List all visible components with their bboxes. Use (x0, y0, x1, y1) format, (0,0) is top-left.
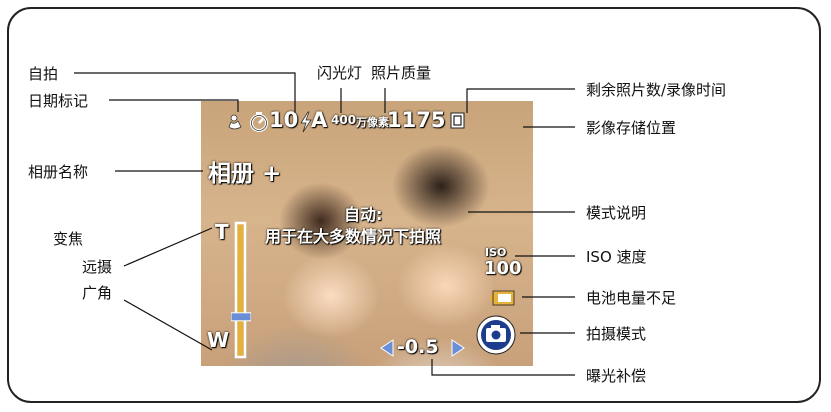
quality-unit: 万像素 (356, 116, 389, 129)
label-pictures-remaining: 剩余照片数/录像时间 (586, 81, 727, 99)
zoom-t-label: T (215, 220, 229, 244)
label-iso-speed: ISO 速度 (586, 248, 647, 266)
battery-low-icon (490, 290, 515, 306)
mode-title: 自动: (344, 205, 383, 224)
label-self-timer: 自拍 (28, 65, 59, 83)
pictures-count: 1175 (387, 108, 446, 132)
exposure-decrease-icon (380, 339, 394, 357)
date-stamp-icon (228, 114, 242, 130)
exposure-increase-icon (451, 339, 465, 357)
label-picture-quality: 照片质量 (371, 64, 432, 82)
label-flash: 闪光灯 (317, 64, 363, 82)
quality-value: 400 (331, 113, 357, 127)
label-capture-mode: 拍摄模式 (586, 325, 647, 343)
label-date-stamp: 日期标记 (28, 92, 89, 110)
flash-mode: A (311, 108, 328, 132)
flash-icon (300, 111, 312, 133)
self-timer-value: 10 (269, 108, 299, 132)
zoom-slider (231, 221, 251, 359)
iso-label: ISO (485, 246, 507, 259)
exposure-value: -0.5 (397, 336, 439, 358)
capture-mode-camera-icon (476, 315, 516, 355)
iso-value: 100 (484, 258, 522, 279)
label-image-storage: 影像存储位置 (586, 119, 677, 137)
zoom-w-label: W (207, 328, 230, 352)
label-exposure-comp: 曝光补偿 (586, 367, 647, 385)
memory-card-icon (450, 112, 465, 129)
label-battery-low: 电池电量不足 (586, 289, 677, 307)
diagram-frame (7, 7, 821, 403)
label-wide-angle: 广角 (82, 284, 113, 302)
camera-lcd-screen: 10 A 400 万像素 1175 相册 + 自动: 用于在大多数情况下拍照 T… (201, 101, 533, 366)
zoom-slider-thumb (231, 312, 251, 322)
label-zoom: 变焦 (53, 230, 84, 248)
label-telephoto: 远摄 (82, 258, 113, 276)
label-album-name: 相册名称 (28, 163, 89, 181)
self-timer-icon (250, 112, 268, 132)
label-mode-description: 模式说明 (586, 204, 647, 222)
mode-description-text: 用于在大多数情况下拍照 (265, 227, 442, 246)
album-name: 相册 + (208, 161, 282, 187)
